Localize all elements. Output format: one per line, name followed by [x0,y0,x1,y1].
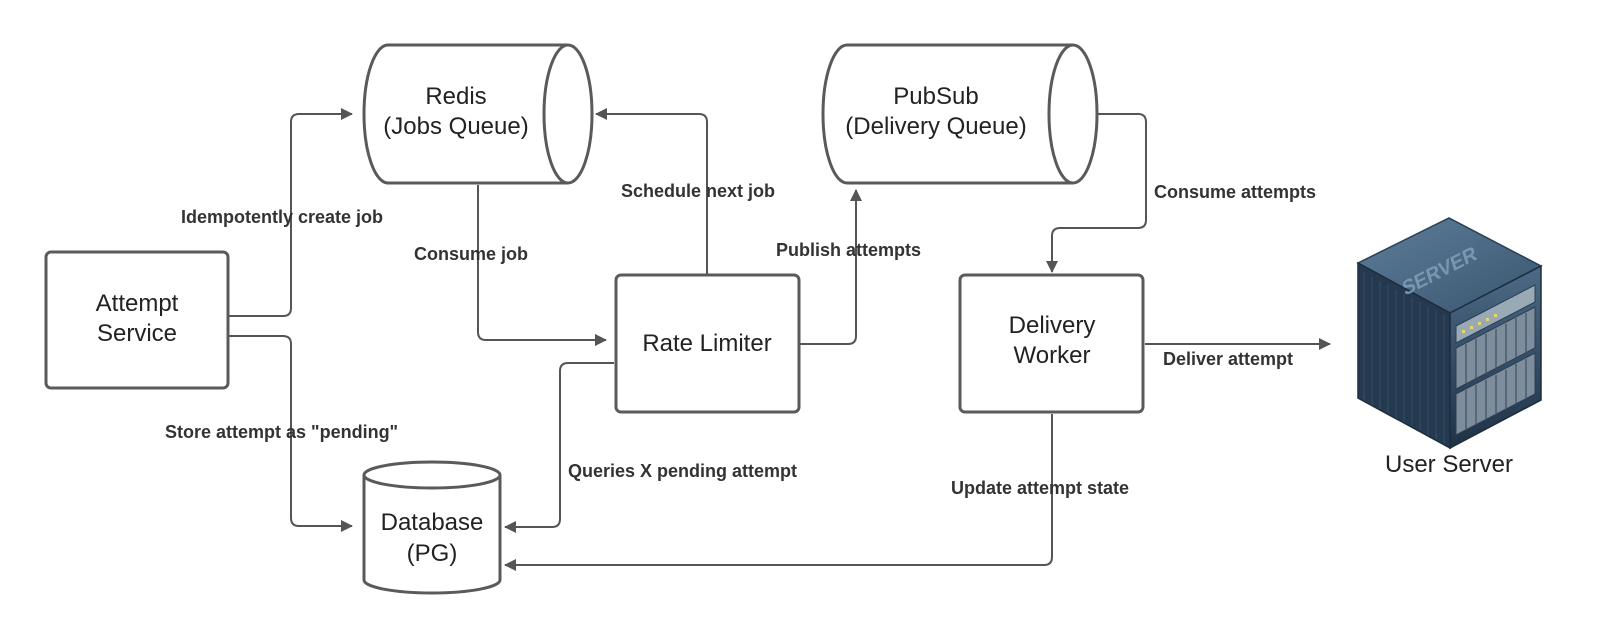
edge-labels: Idempotently create job Consume job Sche… [165,181,1316,498]
edges [227,108,1331,571]
node-delivery-worker: Delivery Worker [958,273,1145,414]
pubsub-cylinder-end [1047,43,1074,185]
attempt-service-label-line1: Attempt [96,290,179,317]
server-rack-units [1455,284,1536,436]
server-icon: SERVER [1356,217,1543,450]
edge-label-consume-attempts: Consume attempts [1154,182,1316,202]
edge-delivery-worker-to-database [504,414,1053,571]
node-rate-limiter: Rate Limiter [614,273,801,414]
node-redis: Redis (Jobs Queue) [362,43,594,185]
pubsub-label-line1: PubSub [893,83,978,110]
redis-label-line2: (Jobs Queue) [383,113,528,140]
delivery-worker-label-line1: Delivery [1009,312,1096,339]
edge-attempt-service-to-redis [227,108,353,317]
user-server-label: User Server [1385,451,1513,478]
edge-rate-limiter-to-pubsub [799,189,862,345]
edge-attempt-service-to-database [227,335,353,532]
server-left-vents [1363,272,1445,443]
edge-label-publish-attempts: Publish attempts [776,240,921,260]
database-label-line1: Database [381,509,484,536]
edge-label-queries-pending-attempt: Queries X pending attempt [568,461,797,481]
database-label-line2: (PG) [407,540,458,567]
edge-pubsub-to-delivery-worker [1046,113,1147,273]
rate-limiter-label: Rate Limiter [642,330,771,357]
database-cylinder-body [362,475,502,595]
edge-rate-limiter-to-database [504,362,614,533]
redis-cylinder-end [542,43,569,185]
edge-label-idempotently-create-job: Idempotently create job [181,207,383,227]
delivery-worker-box [958,273,1145,414]
edge-label-update-attempt-state: Update attempt state [951,478,1129,498]
edge-label-schedule-next-job: Schedule next job [621,181,775,201]
attempt-service-box [44,250,230,390]
node-pubsub: PubSub (Delivery Queue) [821,43,1099,185]
edge-label-store-attempt-pending: Store attempt as "pending" [165,422,398,442]
edge-redis-to-rate-limiter [477,185,607,346]
pubsub-label-line2: (Delivery Queue) [845,113,1026,140]
redis-label-line1: Redis [425,83,486,110]
node-user-server: SERVER User Server [1356,217,1543,478]
node-database: Database (PG) [362,460,502,595]
edge-rate-limiter-to-redis [595,108,708,274]
attempt-service-label-line2: Service [97,320,177,347]
delivery-worker-label-line2: Worker [1014,342,1091,369]
rate-limiter-box [614,273,801,414]
database-cylinder-top [362,460,502,490]
node-attempt-service: Attempt Service [44,250,230,390]
edge-label-deliver-attempt: Deliver attempt [1163,349,1293,369]
edge-label-consume-job: Consume job [414,244,528,264]
